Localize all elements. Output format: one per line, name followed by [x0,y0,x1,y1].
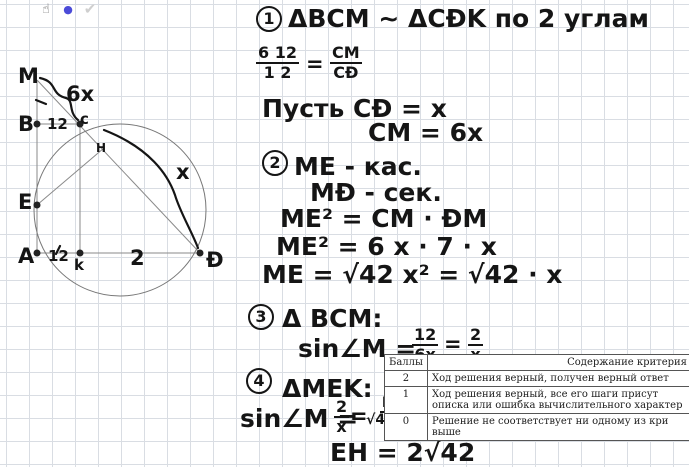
sin2-frac-num: 2 [334,398,349,418]
header-content: Содержание критерия [427,355,689,371]
label-12-bottom: 12 [48,249,69,264]
label-a: A [18,246,34,267]
criteria-table: Баллы Содержание критерия 2 Ход решения … [384,354,689,441]
label-e: E [18,192,32,213]
sin1-frac2-num: 2 [468,326,483,346]
table-row: 2 Ход решения верный, получен верный отв… [385,371,689,387]
step2-number: 2 [262,150,288,176]
triangle-mek: ΔMEK: [282,376,373,401]
row-text: Ход решения верный, все его шаги присут … [427,387,689,414]
step4-number: 4 [246,368,272,394]
row-text: Ход решения верный, получен верный ответ [427,371,689,387]
md-secant: MÐ - сек. [310,180,442,205]
label-d: Ð [206,250,224,271]
label-six-x: 6x [66,84,94,105]
sin1-equals: = [444,334,462,355]
label-h: H [96,142,106,154]
label-two: 2 [130,248,145,269]
table-row: 1 Ход решения верный, все его шаги прису… [385,387,689,414]
row-points: 0 [385,414,428,441]
me-tangent: ME - кас. [294,154,422,179]
fraction-12-12: 6 12 1 2 [256,44,299,81]
step1-similarity: ΔBCM ~ ΔCÐK по 2 углам [288,6,649,31]
frac2-num: CM [330,44,362,64]
equation-me2-cm-dm: ME² = CM · ÐM [280,206,487,231]
result-eh: EH = 2√42 [330,440,475,465]
frac2-den: CÐ [333,64,358,82]
row-text: Решение не соответствует ни одному из кр… [427,414,689,441]
row-points: 1 [385,387,428,414]
label-12-top: 12 [47,117,68,132]
sin1-frac-num: 12 [412,326,438,346]
label-x: x [176,162,190,183]
brace-cd [104,130,198,248]
frac1-num: 6 12 [256,44,299,64]
sin2-equals: = [350,406,368,427]
frac1-den: 1 2 [264,64,292,82]
label-m: M [18,66,39,87]
step1-number: 1 [256,6,282,32]
fraction-2-x-b: 2 x [334,398,349,435]
sin2-frac-den: x [336,418,346,436]
criteria-header-row: Баллы Содержание критерия [385,355,689,371]
frac1-equals: = [306,54,324,75]
table-row: 0 Решение не соответствует ни одному из … [385,414,689,441]
header-points: Баллы [385,355,428,371]
step3-number: 3 [248,304,274,330]
fraction-cm-cd: CM CÐ [330,44,362,81]
label-b: B [18,114,34,135]
triangle-bcm: Δ BCM: [282,306,382,331]
label-k: k [74,258,84,273]
equation-me-sqrt42: ME = √42 x² = √42 · x [262,262,562,287]
row-points: 2 [385,371,428,387]
equation-me2-6x-7x: ME² = 6 x · 7 · x [276,234,497,259]
let-cm-6x: CM = 6x [368,120,483,145]
line-eh [37,148,104,205]
label-c: c [80,112,89,127]
